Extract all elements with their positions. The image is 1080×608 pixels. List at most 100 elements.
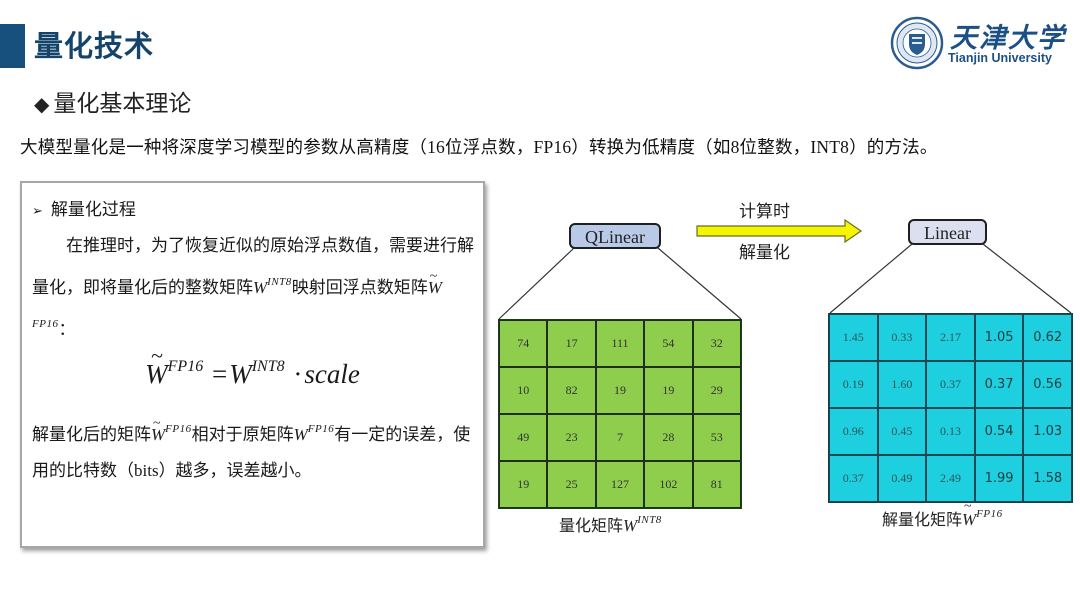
intro-text: 位浮点数， [445, 138, 534, 158]
fp16-matrix-caption: 解量化矩阵WFP16 [882, 499, 1003, 530]
math-sup: FP16 [976, 508, 1003, 520]
para-text: bits [134, 461, 159, 480]
int8-matrix-caption: 量化矩阵WINT8 [559, 512, 662, 536]
matrix-cell: 1.45 [829, 314, 878, 361]
caption-text: 解量化矩阵 [882, 510, 963, 529]
intro-text: 位整数， [739, 138, 811, 158]
intro-text: 大模型量化是一种将深度学习模型的参数从高精度（ [20, 138, 428, 158]
matrix-cell: 53 [692, 414, 741, 461]
matrix-cell: 0.13 [926, 408, 975, 455]
matrix-cell: 49 [499, 414, 548, 461]
formula-rhs: W [229, 359, 252, 389]
para-text: 解量化后的矩阵 [32, 425, 151, 445]
arrow-bullet-icon: ➢ [32, 204, 43, 219]
matrix-cell: 74 [499, 320, 548, 367]
math-sup: FP16 [165, 423, 192, 435]
matrix-cell: 19 [499, 461, 548, 508]
math-w-tilde: W [962, 499, 976, 530]
matrix-cell: 2.17 [926, 314, 975, 361]
diamond-bullet-icon: ◆ [34, 92, 50, 116]
matrix-cell: 111 [595, 320, 645, 367]
para-text: ）越多，误差越小。 [158, 461, 312, 481]
section-subtitle: ◆量化基本理论 [34, 84, 191, 118]
dequantization-formula: WFP16 =WINT8 ·scale [22, 343, 483, 390]
matrix-cell: 2.49 [926, 455, 975, 502]
university-logo: 天津大学 Tianjin University [890, 14, 1070, 72]
matrix-cell: 0.37 [926, 361, 975, 408]
math-w: W [293, 425, 308, 444]
right-arrow-icon [696, 218, 863, 244]
dequantization-textbox: ➢ 解量化过程 在推理时，为了恢复近似的原始浮点数值，需要进行解量化，即将量化后的… [20, 181, 485, 548]
intro-text: INT8 [810, 137, 850, 157]
para-text: 在推理时，为了恢复近似的原始浮点数值，需要进行解量化，即将量化后的整数矩阵 [32, 236, 474, 298]
intro-text: 8 [730, 137, 740, 157]
formula-scale: scale [304, 359, 360, 389]
para-text: 映射回浮点数矩阵 [291, 278, 428, 298]
slide-title: 量化技术 [34, 29, 155, 63]
matrix-cell: 0.37 [974, 361, 1024, 408]
matrix-cell: 0.96 [829, 408, 878, 455]
matrix-cell: 0.45 [877, 408, 927, 455]
matrix-cell: 0.62 [1023, 314, 1072, 361]
matrix-cell: 82 [547, 367, 596, 414]
matrix-cell: 28 [644, 414, 693, 461]
math-sup: INT8 [267, 276, 292, 288]
para-text: 有一定的误差，使用的比特数（ [32, 425, 471, 481]
matrix-cell: 1.60 [877, 361, 927, 408]
matrix-cell: 19 [595, 367, 645, 414]
math-sup: INT8 [637, 514, 662, 526]
matrix-cell: 23 [547, 414, 596, 461]
matrix-cell: 0.37 [829, 455, 878, 502]
math-w-tilde: W [428, 259, 442, 306]
linear-node: Linear [908, 219, 987, 245]
heading-text: 解量化过程 [50, 200, 136, 220]
matrix-cell: 29 [692, 367, 741, 414]
arrow-label-bottom: 解量化 [739, 243, 790, 263]
para-text: 相对于原矩阵 [191, 425, 294, 445]
formula-dot: · [293, 359, 303, 389]
error-paragraph: 解量化后的矩阵WFP16相对于原矩阵WFP16有一定的误差，使用的比特数（bit… [32, 406, 482, 489]
formula-rhs-sup: INT8 [251, 358, 285, 375]
matrix-cell: 19 [644, 367, 693, 414]
matrix-cell: 127 [595, 461, 645, 508]
matrix-cell: 1.99 [974, 455, 1024, 502]
formula-lhs: W [145, 343, 168, 390]
university-seal-icon [890, 16, 944, 70]
matrix-cell: 0.33 [877, 314, 927, 361]
matrix-cell: 1.03 [1023, 408, 1072, 455]
qlinear-node: QLinear [569, 223, 661, 249]
matrix-cell: 7 [595, 414, 645, 461]
para-text: ： [58, 320, 76, 340]
math-w: W [253, 278, 268, 297]
math-w: W [623, 516, 638, 535]
matrix-cell: 0.49 [877, 455, 927, 502]
math-w-tilde: W [151, 406, 165, 453]
logo-chinese-name: 天津大学 [950, 23, 1066, 54]
matrix-cell: 32 [692, 320, 741, 367]
matrix-cell: 54 [644, 320, 693, 367]
intro-text: FP16 [533, 137, 572, 157]
dequantization-paragraph: 在推理时，为了恢复近似的原始浮点数值，需要进行解量化，即将量化后的整数矩阵WIN… [32, 228, 477, 348]
subtitle-text: 量化基本理论 [53, 91, 192, 117]
matrix-cell: 25 [547, 461, 596, 508]
matrix-cell: 1.58 [1023, 455, 1072, 502]
math-sup: FP16 [307, 423, 335, 435]
formula-equals: = [211, 359, 228, 389]
formula-lhs-sup: FP16 [167, 358, 204, 375]
matrix-cell: 81 [692, 461, 741, 508]
intro-sentence: 大模型量化是一种将深度学习模型的参数从高精度（16位浮点数，FP16）转换为低精… [20, 134, 938, 159]
matrix-cell: 1.05 [974, 314, 1024, 361]
textbox-heading: ➢ 解量化过程 [32, 195, 136, 220]
intro-text: ）转换为低精度（如 [571, 138, 731, 158]
fp16-matrix: 1.45 0.33 2.17 1.05 0.62 0.19 1.60 0.37 … [828, 313, 1073, 503]
matrix-cell: 17 [547, 320, 596, 367]
matrix-cell: 0.19 [829, 361, 878, 408]
title-accent-bar [0, 24, 25, 68]
math-sup: FP16 [32, 318, 59, 330]
matrix-cell: 102 [644, 461, 693, 508]
caption-text: 量化矩阵 [559, 516, 624, 535]
matrix-cell: 0.54 [974, 408, 1024, 455]
matrix-cell: 0.56 [1023, 361, 1072, 408]
intro-text: 16 [427, 137, 446, 157]
